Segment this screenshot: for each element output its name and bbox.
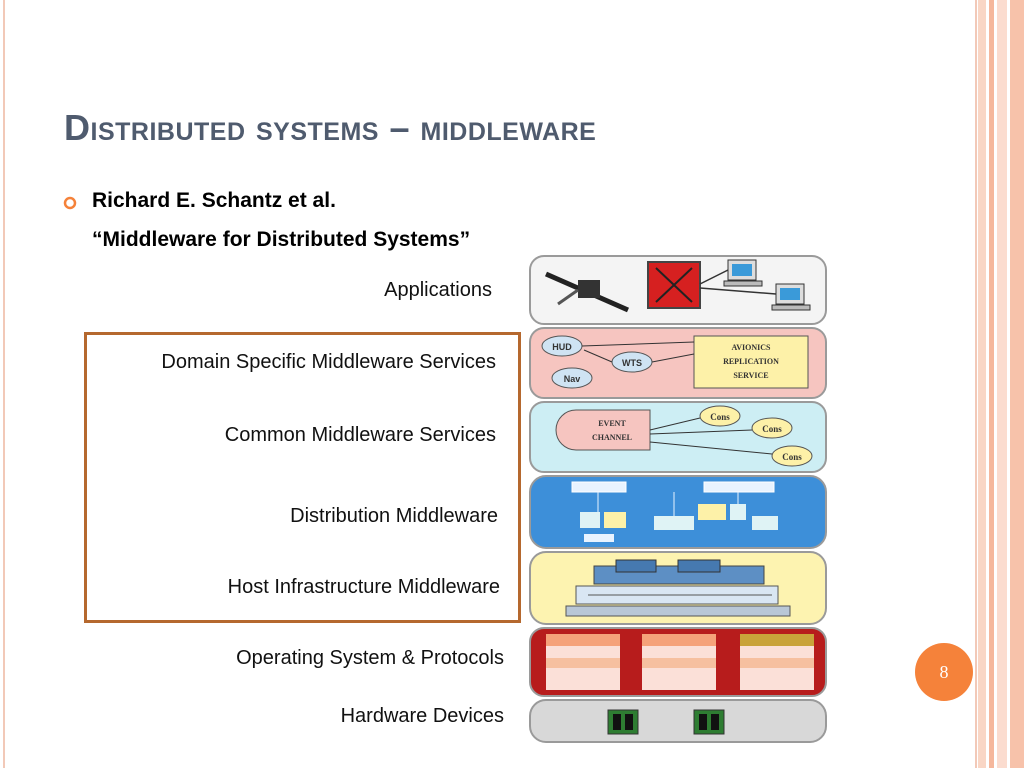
channel-label: CHANNEL xyxy=(592,433,632,442)
domain-specific-layer: HUD WTS Nav AVIONICS REPLICATION SERVICE xyxy=(529,327,827,399)
slide-title: Distributed systems – middleware xyxy=(64,107,597,148)
computer-icon xyxy=(723,259,763,287)
computer-icon xyxy=(771,283,811,311)
layer-label-applications: Applications xyxy=(384,279,492,301)
service-label: SERVICE xyxy=(733,371,768,380)
bullet-icon xyxy=(63,196,77,210)
circuit-board-icon xyxy=(607,709,639,735)
slide-border xyxy=(3,0,977,768)
decor-stripe xyxy=(989,0,994,768)
layer-label-operating-system: Operating System & Protocols xyxy=(236,647,504,669)
layer-label-distribution: Distribution Middleware xyxy=(290,505,498,527)
bullet-text-title: “Middleware for Distributed Systems” xyxy=(92,228,471,251)
bullet-text-authors: Richard E. Schantz et al. xyxy=(92,189,336,212)
layer-label-hardware: Hardware Devices xyxy=(340,705,504,727)
layer-label-host-infrastructure: Host Infrastructure Middleware xyxy=(227,576,500,598)
applications-layer xyxy=(529,255,827,325)
consumer-label: Cons xyxy=(782,452,802,462)
replication-label: REPLICATION xyxy=(723,357,779,366)
layer-label-common-services: Common Middleware Services xyxy=(224,424,496,446)
avionics-label: AVIONICS xyxy=(732,343,772,352)
middleware-bracket-frame xyxy=(84,332,521,623)
event-label: EVENT xyxy=(598,419,626,428)
consumer-label: Cons xyxy=(762,424,782,434)
wts-label: WTS xyxy=(622,358,642,368)
middleware-layer-diagram: HUD WTS Nav AVIONICS REPLICATION SERVICE… xyxy=(529,255,827,743)
page-number-badge: 8 xyxy=(915,643,973,701)
distribution-layer xyxy=(529,475,827,549)
operating-system-layer xyxy=(529,627,827,697)
decor-stripe xyxy=(1010,0,1024,768)
decor-stripe xyxy=(978,0,986,768)
satellite-icon xyxy=(544,271,630,313)
layer-label-domain-specific: Domain Specific Middleware Services xyxy=(161,351,496,373)
hud-label: HUD xyxy=(552,342,572,352)
host-infrastructure-layer xyxy=(529,551,827,625)
hardware-layer xyxy=(529,699,827,743)
circuit-board-icon xyxy=(693,709,725,735)
nav-label: Nav xyxy=(564,374,581,384)
common-services-layer: EVENT CHANNEL Cons Cons Cons xyxy=(529,401,827,473)
decor-stripe xyxy=(997,0,1007,768)
consumer-label: Cons xyxy=(710,412,730,422)
